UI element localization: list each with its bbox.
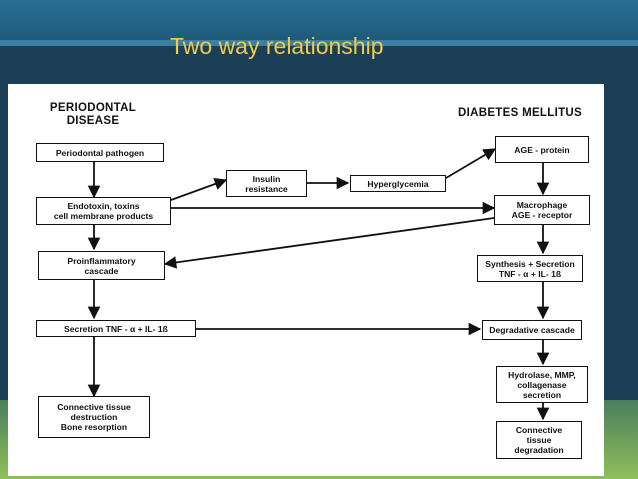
node-endotoxin: Endotoxin, toxins cell membrane products <box>36 197 171 225</box>
node-macrophage: Macrophage AGE - receptor <box>494 195 590 225</box>
slide-title: Two way relationship <box>170 33 384 59</box>
right-header: DIABETES MELLITUS <box>458 107 582 119</box>
node-hydrolase: Hydrolase, MMP, collagenase secretion <box>496 366 588 403</box>
arrow-macrophage-to-proinflammatory <box>163 217 495 269</box>
header-stripe <box>0 40 638 46</box>
node-secretion-tnf-left: Secretion TNF - α + IL- 1ß <box>36 320 196 337</box>
left-header: PERIODONTAL DISEASE <box>49 102 137 127</box>
header-band <box>0 0 638 40</box>
node-connective-degradation: Connective tissue degradation <box>496 421 582 459</box>
node-proinflammatory: Proinflammatory cascade <box>38 251 165 280</box>
node-age-protein: AGE - protein <box>495 136 589 163</box>
node-synthesis-secretion: Synthesis + Secretion TNF - α + IL- 1ß <box>477 255 583 282</box>
node-degradative-cascade: Degradative cascade <box>482 320 582 340</box>
node-insulin-resistance: Insulin resistance <box>226 170 307 197</box>
node-periodontal-pathogen: Periodontal pathogen <box>36 143 164 162</box>
diagram-arrows <box>87 148 550 421</box>
arrow-hyperglycemia-to-ageprotein <box>445 148 497 179</box>
diagram-panel: PERIODONTAL DISEASE DIABETES MELLITUS Pe… <box>8 84 604 476</box>
node-hyperglycemia: Hyperglycemia <box>350 175 446 192</box>
arrow-endotoxin-to-insulin <box>170 177 228 201</box>
node-connective-destruction: Connective tissue destruction Bone resor… <box>38 396 150 438</box>
